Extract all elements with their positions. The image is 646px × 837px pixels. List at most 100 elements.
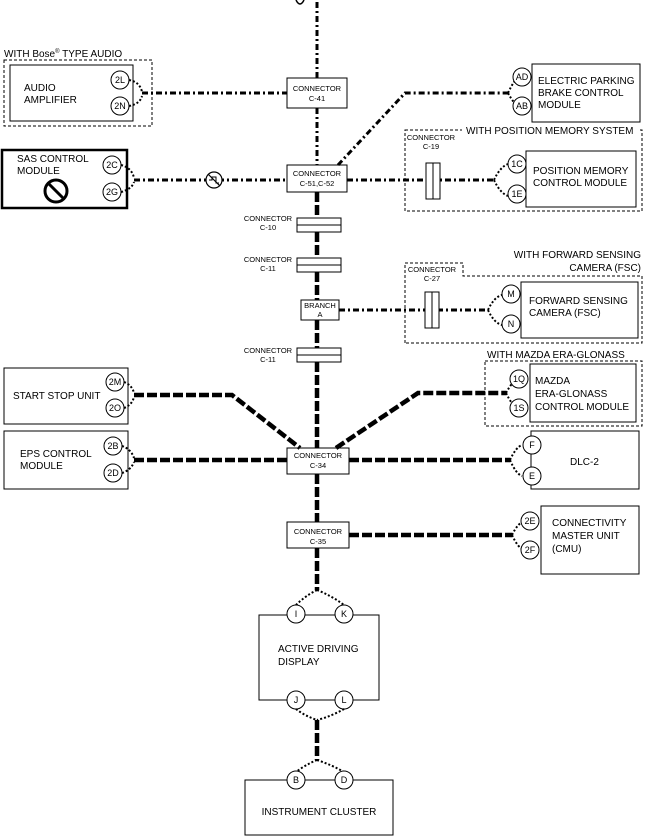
module-name: START STOP UNIT xyxy=(13,391,100,402)
connector-code: C-34 xyxy=(310,461,326,470)
pin: 2B xyxy=(107,441,118,451)
epb-can-line xyxy=(336,91,508,167)
no-communication-icon xyxy=(205,171,223,189)
module-name: MODULE xyxy=(538,100,581,111)
eps-control-module-group: EPS CONTROL MODULE 2B 2D xyxy=(3,430,287,490)
connector-code: C-27 xyxy=(424,274,440,283)
can-trunk xyxy=(295,0,320,760)
module-name: ACTIVE DRIVING xyxy=(278,644,359,655)
module-name: INSTRUMENT CLUSTER xyxy=(262,807,377,818)
module-name: CONTROL MODULE xyxy=(535,402,629,413)
module-name: DISPLAY xyxy=(278,657,320,668)
pin: AB xyxy=(516,101,528,111)
module-name: MODULE xyxy=(17,166,60,177)
module-name: BRAKE CONTROL xyxy=(538,88,624,99)
pin: I xyxy=(295,609,298,619)
pin: J xyxy=(294,695,299,705)
pin: 2L xyxy=(115,75,125,85)
pin: 2M xyxy=(109,377,122,387)
position-memory-option-label: WITH POSITION MEMORY SYSTEM xyxy=(466,126,633,137)
module-name: MAZDA xyxy=(535,376,570,387)
connector-label: CONNECTOR xyxy=(293,169,342,178)
fsc-option-label: CAMERA (FSC) xyxy=(569,263,641,274)
module-name: SAS CONTROL xyxy=(17,154,89,165)
pin: AD xyxy=(516,72,529,82)
fsc-option-label: WITH FORWARD SENSING xyxy=(514,250,641,261)
instrument-cluster xyxy=(244,779,394,836)
module-name: MODULE xyxy=(20,461,63,472)
module-name: CAMERA (FSC) xyxy=(529,308,601,319)
position-memory-control-module xyxy=(525,150,637,208)
module-name: POSITION MEMORY xyxy=(533,166,629,177)
module-name: ELECTRIC PARKING xyxy=(538,76,635,87)
active-driving-display-group: I K J L ACTIVE DRIVING DISPLAY xyxy=(258,589,380,721)
era-can-line xyxy=(334,390,506,450)
connector-code: C-11 xyxy=(260,264,276,273)
era-option-label: WITH MAZDA ERA-GLONASS xyxy=(487,350,625,361)
branch-code: A xyxy=(317,310,322,319)
module-name: AUDIO xyxy=(24,83,56,94)
connector-label: CONNECTOR xyxy=(294,527,343,536)
pin: 1Q xyxy=(513,374,525,384)
pin: 1C xyxy=(511,159,523,169)
connector-c11-upper: CONNECTOR C-11 xyxy=(244,255,342,273)
connector-c41: CONNECTOR C-41 xyxy=(286,77,348,109)
module-name: FORWARD SENSING xyxy=(529,296,628,307)
pin: 2N xyxy=(114,101,126,111)
connector-code: C-41 xyxy=(309,94,325,103)
start-stop-unit-group: START STOP UNIT 2M 2O xyxy=(3,367,302,450)
connector-label: CONNECTOR xyxy=(244,214,293,223)
module-name: EPS CONTROL xyxy=(20,449,92,460)
epb-control-module-group: AD AB ELECTRIC PARKING BRAKE CONTROL MOD… xyxy=(336,63,641,167)
connector-c10: CONNECTOR C-10 xyxy=(244,214,342,233)
pin: 1E xyxy=(511,189,522,199)
connector-code: C-11 xyxy=(260,355,276,364)
dlc-2-group: F E DLC-2 xyxy=(349,430,640,490)
connector-label: CONNECTOR xyxy=(408,265,457,274)
branch-label: BRANCH xyxy=(304,301,336,310)
module-name: AMPLIFIER xyxy=(24,95,77,106)
forward-sensing-camera-module xyxy=(520,281,639,339)
pin: F xyxy=(529,440,535,450)
connector-code: C-19 xyxy=(423,142,439,151)
pin: L xyxy=(341,695,346,705)
connector-c11-lower: CONNECTOR C-11 xyxy=(244,346,342,364)
pin: K xyxy=(341,609,347,619)
module-name: DLC-2 xyxy=(570,457,599,468)
start-stop-can-line xyxy=(134,392,302,450)
connector-c51-c52: CONNECTOR C-51,C-52 xyxy=(286,164,348,193)
audio-amplifier-group: WITH Bose® TYPE AUDIO AUDIO AMPLIFIER 2L… xyxy=(3,48,287,127)
epb-control-module xyxy=(531,63,641,123)
connector-label: CONNECTOR xyxy=(294,451,343,460)
pin: 2F xyxy=(525,545,536,555)
pin: E xyxy=(529,471,535,481)
module-name: CONTROL MODULE xyxy=(533,178,627,189)
connector-code: C-51,C-52 xyxy=(300,179,335,188)
era-glonass-control-module xyxy=(529,363,637,423)
pin: 2E xyxy=(524,516,535,526)
connector-c35: CONNECTOR C-35 xyxy=(286,521,350,549)
pin: 1S xyxy=(513,403,524,413)
pin: 2D xyxy=(107,468,119,478)
connector-label: CONNECTOR xyxy=(244,346,293,355)
pin: M xyxy=(507,289,515,299)
prohibited-icon xyxy=(43,178,69,204)
connector-label: CONNECTOR xyxy=(244,255,293,264)
connector-label: CONNECTOR xyxy=(407,133,456,142)
dlc-2-connector xyxy=(530,430,640,490)
pin: 2G xyxy=(106,187,118,197)
connector-code: C-10 xyxy=(260,223,276,232)
module-name: ERA-GLONASS xyxy=(535,389,608,400)
active-driving-display xyxy=(258,614,380,701)
break-mark xyxy=(295,0,305,5)
connector-code: C-35 xyxy=(310,537,326,546)
branch-a: BRANCH A xyxy=(300,299,340,321)
era-glonass-group: WITH MAZDA ERA-GLONASS 1Q 1S MAZDA ERA-G… xyxy=(334,350,643,450)
module-name: (CMU) xyxy=(552,544,581,555)
cmu-module xyxy=(540,505,640,575)
pin: N xyxy=(508,319,515,329)
pin: 2C xyxy=(106,160,118,170)
forward-sensing-camera-group: WITH FORWARD SENSING CAMERA (FSC) CONNEC… xyxy=(339,250,643,344)
module-name: CONNECTIVITY xyxy=(552,518,627,529)
